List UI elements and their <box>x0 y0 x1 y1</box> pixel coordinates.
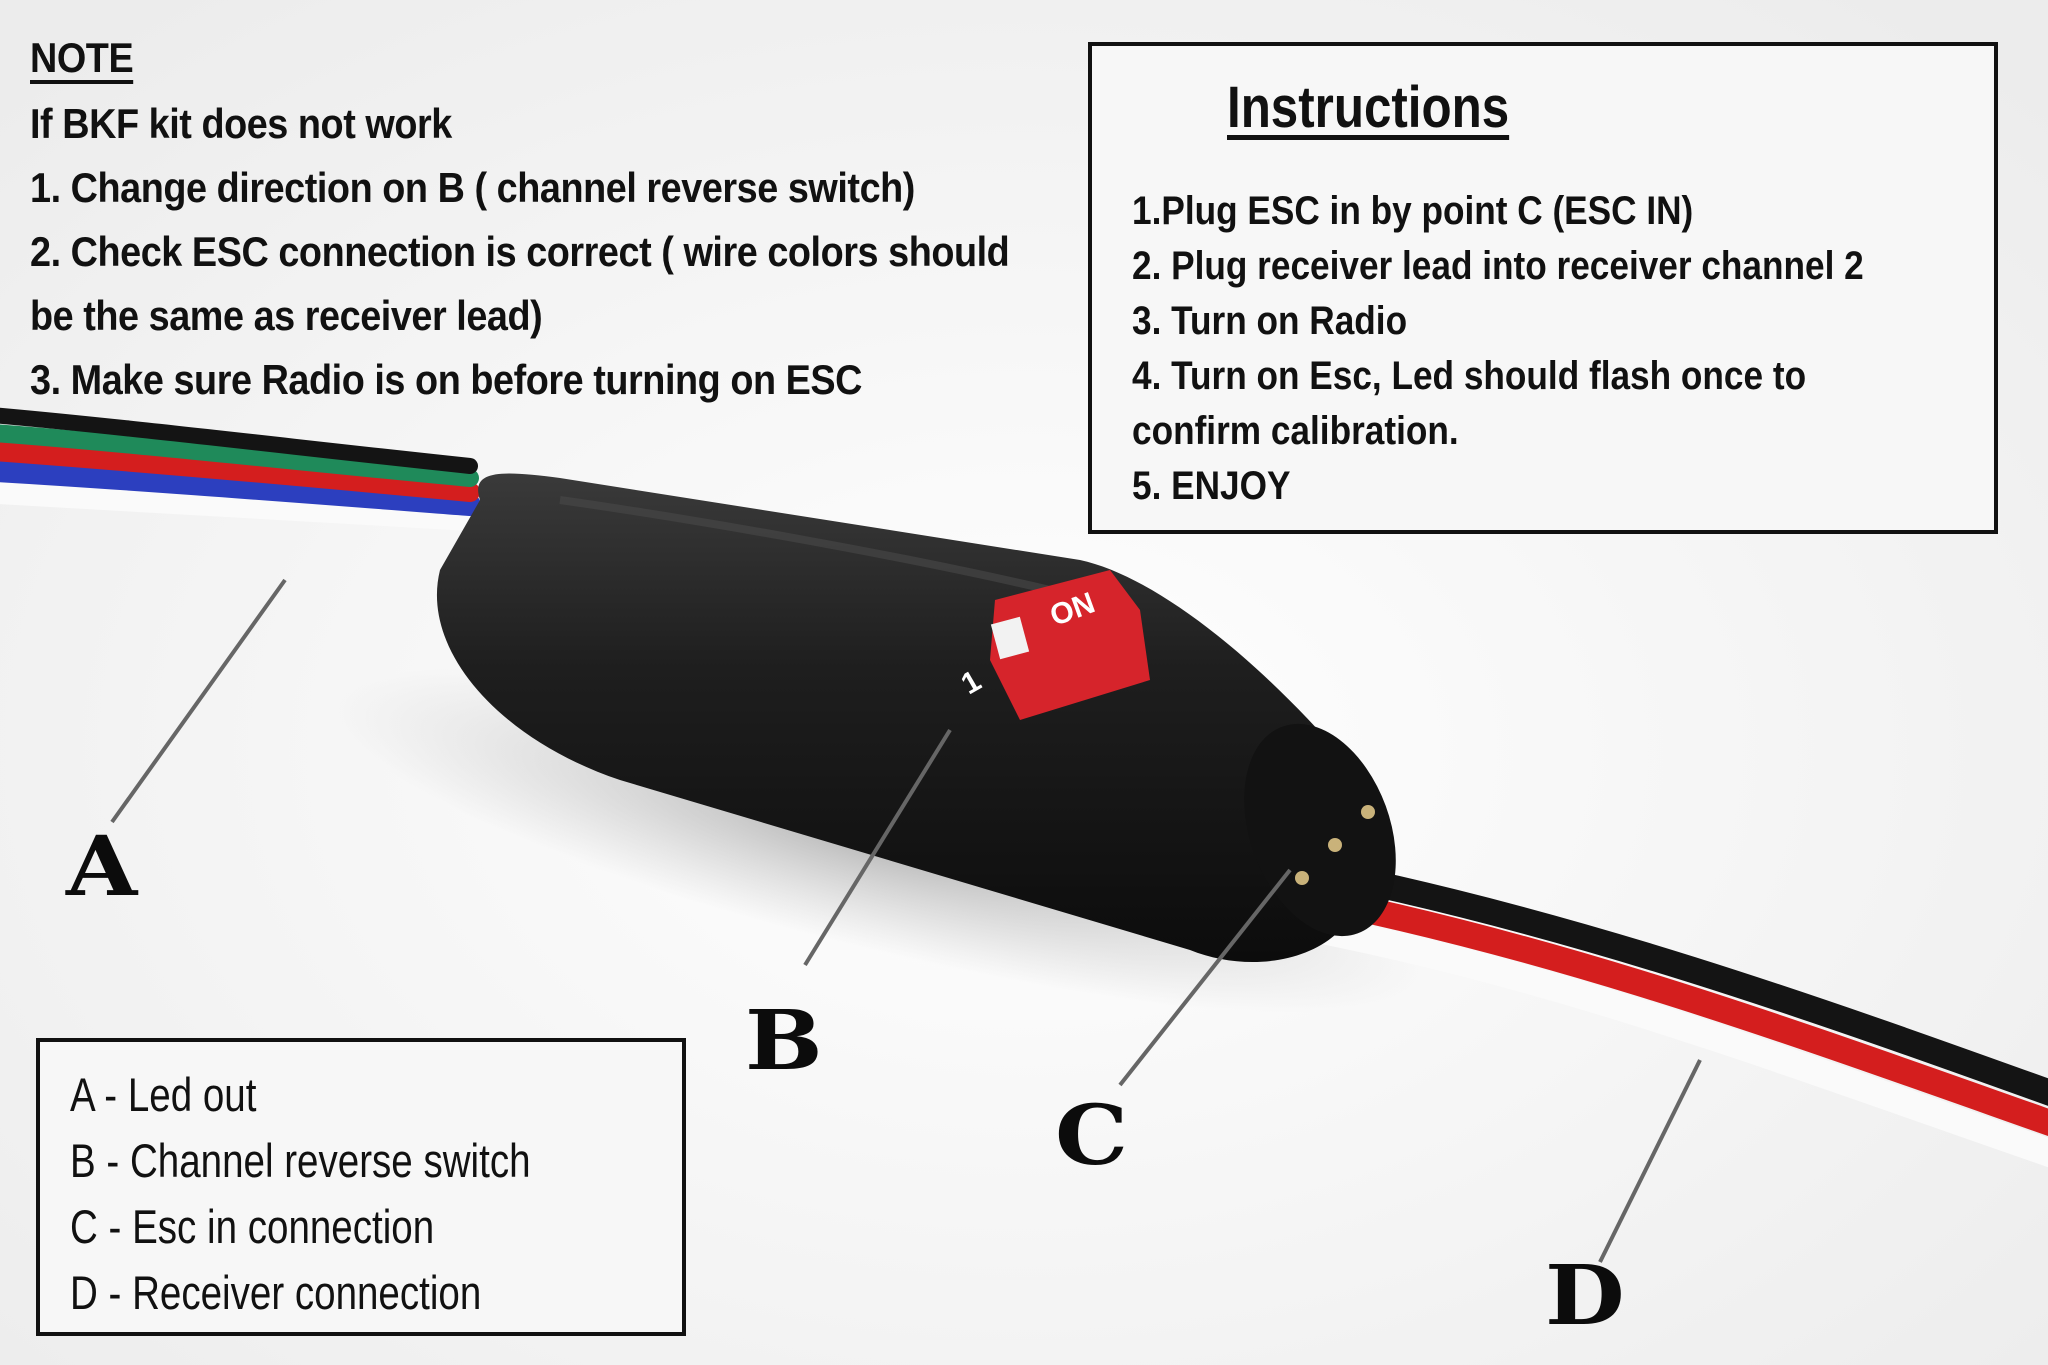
callout-c: C <box>1055 1088 1129 1184</box>
instruction-step: 4. Turn on Esc, Led should flash once to <box>1132 354 1807 398</box>
instructions-title: Instructions <box>1227 75 1510 140</box>
dip-switch-toggle <box>990 616 1030 660</box>
note-panel: NOTE If BKF kit does not work 1. Change … <box>30 26 1010 412</box>
instructions-box: Instructions 1.Plug ESC in by point C (E… <box>1088 42 1998 534</box>
receiver-wires <box>1256 853 2048 1168</box>
dip-switch <box>990 570 1150 720</box>
leader-lines <box>110 578 1702 1263</box>
bkf-module: ON 1 <box>436 473 1396 962</box>
instruction-step: 1.Plug ESC in by point C (ESC IN) <box>1132 189 1694 233</box>
instructions-list: 1.Plug ESC in by point C (ESC IN) 2. Plu… <box>1132 184 1994 514</box>
note-line: 3. Make sure Radio is on before turning … <box>30 356 863 403</box>
legend-item: D - Receiver connection <box>70 1266 482 1319</box>
legend-item: A - Led out <box>70 1068 257 1121</box>
legend-box: A - Led out B - Channel reverse switch C… <box>36 1038 686 1336</box>
instruction-step: 2. Plug receiver lead into receiver chan… <box>1132 244 1864 288</box>
instruction-step: 5. ENJOY <box>1132 464 1291 508</box>
leader-line-c <box>1118 868 1292 1087</box>
pin <box>1361 805 1375 819</box>
legend-list: A - Led out B - Channel reverse switch C… <box>70 1062 644 1326</box>
note-heading: NOTE <box>30 34 134 81</box>
callout-d: D <box>1545 1248 1625 1344</box>
led-out-wires <box>0 407 481 531</box>
legend-item: C - Esc in connection <box>70 1200 435 1253</box>
legend-item: B - Channel reverse switch <box>70 1134 531 1187</box>
instruction-step: 3. Turn on Radio <box>1132 299 1408 343</box>
leader-line-d <box>1598 1059 1702 1263</box>
callout-a: A <box>66 819 138 915</box>
pin <box>1295 871 1309 885</box>
pin <box>1328 838 1342 852</box>
leader-line-b <box>803 728 952 967</box>
note-line: 1. Change direction on B ( channel rever… <box>30 164 915 211</box>
callout-b: B <box>745 993 823 1089</box>
leader-line-a <box>110 578 287 824</box>
note-line: be the same as receiver lead) <box>30 292 543 339</box>
instruction-step: confirm calibration. <box>1132 409 1459 453</box>
note-line: 2. Check ESC connection is correct ( wir… <box>30 228 1010 275</box>
note-line: If BKF kit does not work <box>30 100 452 147</box>
